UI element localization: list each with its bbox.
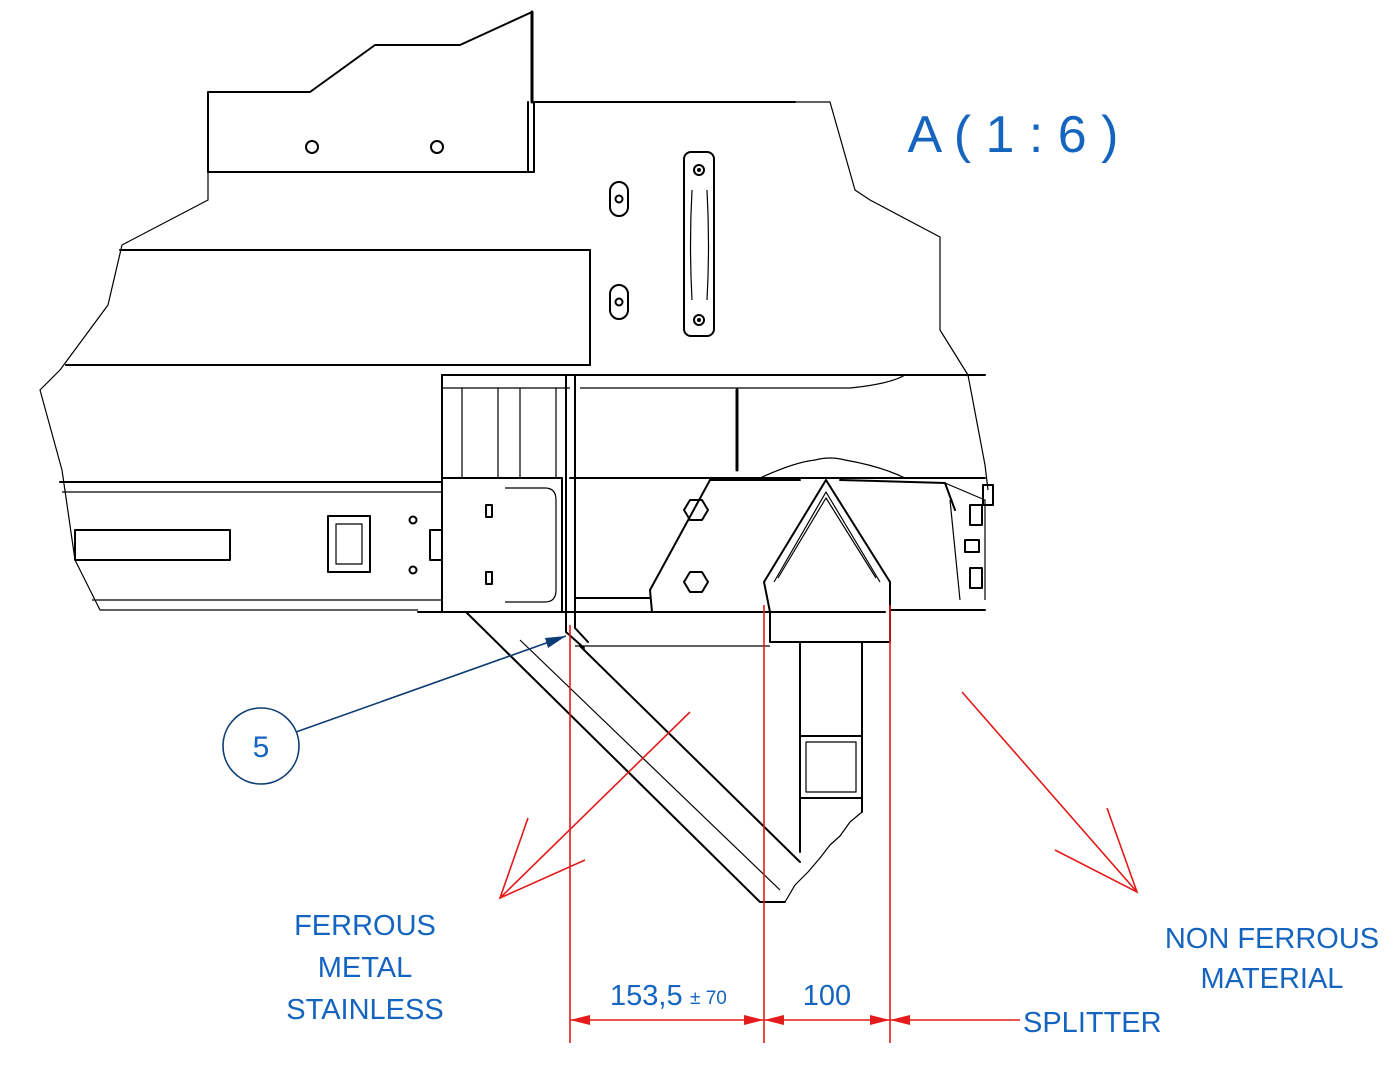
dimension-left-value: 153,5 [610, 980, 683, 1012]
non-ferrous-flow-arrow-icon [961, 691, 1139, 894]
dimension-left-tolerance: ± 70 [690, 988, 727, 1009]
conveyor-frame [59, 374, 986, 601]
dimension-right-value: 100 [803, 980, 851, 1012]
dimension-lines [569, 605, 1020, 1043]
bolt-hole [430, 140, 444, 154]
splitter-label: SPLITTER [1023, 1007, 1162, 1039]
splitter [763, 479, 891, 903]
housing-outline [39, 101, 989, 611]
part-balloon-number: 5 [253, 731, 270, 764]
lower-housing [574, 479, 994, 647]
balloon-leader [222, 635, 567, 785]
adjustment-slots [609, 151, 715, 337]
ferrous-label-line: STAINLESS [286, 994, 443, 1026]
ferrous-flow-arrow-icon [498, 711, 691, 900]
ferrous-label-line: FERROUS [294, 910, 436, 942]
non-ferrous-label-line: MATERIAL [1201, 963, 1344, 995]
ferrous-label-line: METAL [318, 952, 413, 984]
non-ferrous-label-line: NON FERROUS [1165, 923, 1379, 955]
top-bracket-plate [207, 10, 796, 173]
ferrous-zone-label: FERROUS METAL STAINLESS [286, 910, 443, 1026]
non-ferrous-zone-label: NON FERROUS MATERIAL [1165, 923, 1379, 995]
drum-channel [417, 374, 601, 649]
view-title: A ( 1 : 6 ) [908, 106, 1119, 164]
part-balloon [222, 707, 300, 785]
bolt-hole [305, 140, 319, 154]
ferrous-chute [465, 611, 801, 903]
